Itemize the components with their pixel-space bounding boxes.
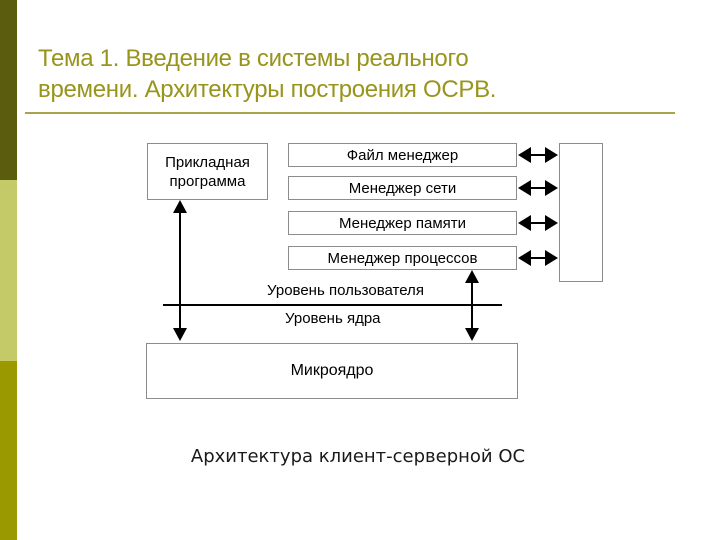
sidebar-stripe-bottom <box>0 361 17 540</box>
application-program-box: Прикладная программа <box>147 143 268 200</box>
process-manager-box: Менеджер процессов <box>288 246 517 270</box>
sidebar-stripe-middle <box>0 180 17 361</box>
microkernel-box: Микроядро <box>146 343 518 399</box>
network-manager-box: Менеджер сети <box>288 176 517 200</box>
double-arrow-icon <box>518 180 558 196</box>
connector-box <box>559 143 603 282</box>
diagram-caption: Архитектура клиент-серверной ОС <box>190 446 526 467</box>
slide-title-line-1: Тема 1. Введение в системы реального <box>38 45 469 72</box>
slide-title: Тема 1. Введение в системы реального вре… <box>38 43 496 105</box>
file-manager-box: Файл менеджер <box>288 143 517 167</box>
double-arrow-icon <box>518 147 558 163</box>
sidebar-stripe-top <box>0 0 17 180</box>
double-arrow-icon <box>518 215 558 231</box>
title-underline-rule <box>25 112 675 114</box>
memory-manager-box: Менеджер памяти <box>288 211 517 235</box>
level-divider-line <box>163 304 502 306</box>
user-level-label: Уровень пользователя <box>267 282 424 299</box>
double-arrow-icon <box>518 250 558 266</box>
kernel-level-label: Уровень ядра <box>285 310 381 327</box>
double-arrow-vertical-icon <box>172 200 188 341</box>
slide-title-line-2: времени. Архитектуры построения ОСРВ. <box>38 76 497 103</box>
